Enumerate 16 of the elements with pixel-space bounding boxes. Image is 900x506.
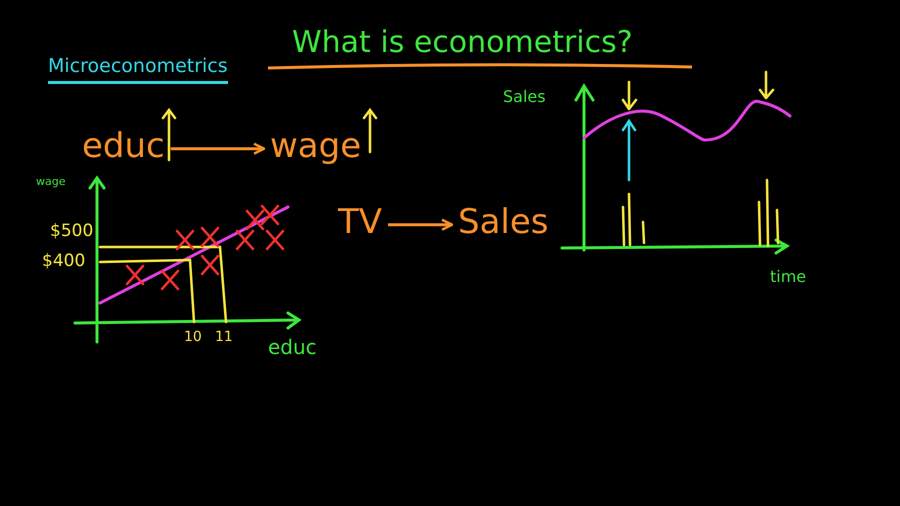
arrow	[388, 218, 454, 231]
title: What is econometrics?	[292, 26, 633, 59]
axis-label: time	[770, 268, 806, 286]
subtitle: Microeconometrics	[48, 56, 228, 84]
variable-label: educ	[82, 128, 165, 166]
variable-label: Sales	[458, 204, 548, 242]
tick-label: $400	[42, 252, 86, 271]
axis-label: educ	[268, 336, 317, 358]
variable-label: TV	[338, 204, 382, 242]
tick-label: 11	[215, 330, 233, 346]
variable-label: wage	[270, 128, 362, 166]
axis-label: wage	[36, 176, 66, 188]
arrow	[170, 142, 266, 155]
tick-label: 10	[184, 330, 202, 346]
tick-label: $500	[50, 222, 94, 241]
axis-label: Sales	[503, 88, 546, 106]
